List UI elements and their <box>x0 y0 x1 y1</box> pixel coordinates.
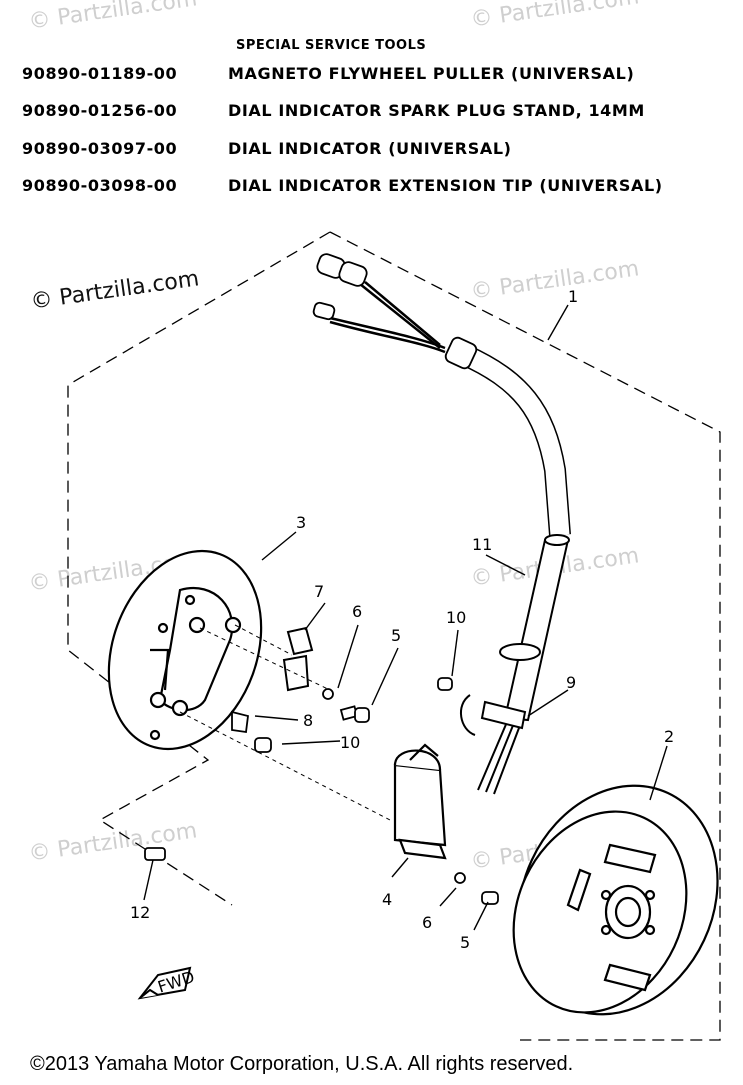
copyright-footer: ©2013 Yamaha Motor Corporation, U.S.A. A… <box>30 1053 574 1075</box>
tool-part-number: 90890-03098-00 <box>22 176 178 195</box>
callout-10: 10 <box>446 608 466 627</box>
wire-harness <box>329 279 571 536</box>
screw <box>144 677 499 905</box>
pickup-unit <box>282 626 314 692</box>
callout-3: 3 <box>296 513 306 532</box>
tool-part-number: 90890-01189-00 <box>22 64 178 83</box>
fwd-arrow-icon <box>137 966 192 1000</box>
callout-10: 10 <box>340 733 360 752</box>
callout-12: 12 <box>130 903 150 922</box>
callout-7: 7 <box>314 582 324 601</box>
tool-description: DIAL INDICATOR (UNIVERSAL) <box>228 139 512 158</box>
tool-part-number: 90890-03097-00 <box>22 139 178 158</box>
callout-8: 8 <box>303 711 313 730</box>
stator-plate <box>107 549 263 751</box>
assembly-lines <box>179 624 391 821</box>
callout-9: 9 <box>566 673 576 692</box>
callout-6: 6 <box>352 602 362 621</box>
flywheel-rotor <box>512 784 719 1016</box>
callout-11: 11 <box>472 535 492 554</box>
wire-connector <box>312 253 478 370</box>
callout-2: 2 <box>664 727 674 746</box>
callout-6: 6 <box>422 913 432 932</box>
grommet-tube <box>477 534 570 795</box>
tool-description: DIAL INDICATOR EXTENSION TIP (UNIVERSAL) <box>228 176 663 195</box>
tool-part-number: 90890-01256-00 <box>22 101 178 120</box>
callout-1: 1 <box>568 287 578 306</box>
wire-clamp <box>460 694 527 736</box>
page-title: SPECIAL SERVICE TOOLS <box>236 38 427 53</box>
tool-description: MAGNETO FLYWHEEL PULLER (UNIVERSAL) <box>228 64 635 83</box>
callout-5: 5 <box>391 626 401 645</box>
source-coil <box>393 743 447 860</box>
callout-4: 4 <box>382 890 392 909</box>
callout-5: 5 <box>460 933 470 952</box>
leader-lines <box>143 304 668 931</box>
tool-description: DIAL INDICATOR SPARK PLUG STAND, 14MM <box>228 101 645 120</box>
